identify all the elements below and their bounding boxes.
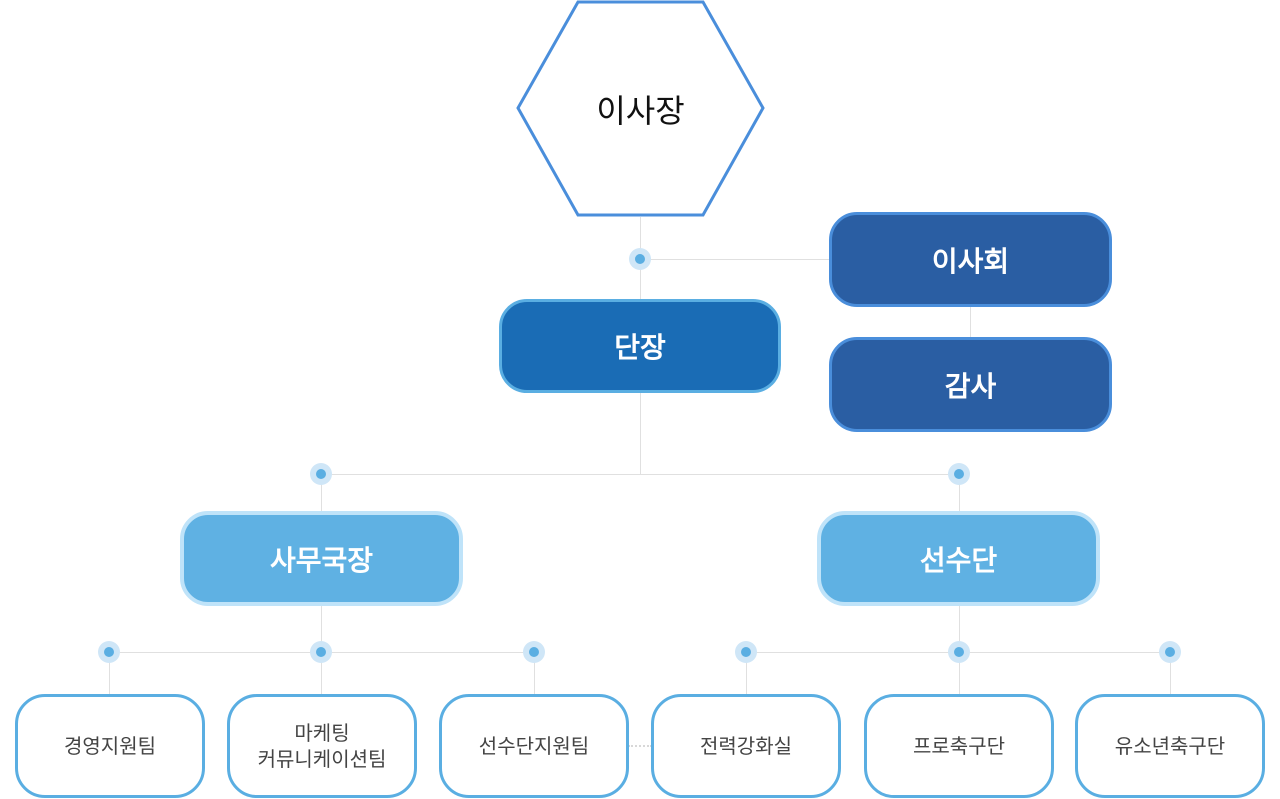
junction-dot-team-4 — [735, 641, 757, 663]
connector-board-auditor — [970, 305, 971, 340]
node-team-marketing-communication[interactable]: 마케팅 커뮤니케이션팀 — [227, 694, 417, 798]
node-board[interactable]: 이사회 — [829, 212, 1112, 307]
team-label: 전력강화실 — [700, 734, 792, 758]
junction-dot-team-3 — [523, 641, 545, 663]
node-players[interactable]: 선수단 — [817, 511, 1100, 606]
team-label: 유소년축구단 — [1114, 734, 1226, 758]
connector-head-divisions — [640, 392, 641, 474]
junction-dot-team-1 — [98, 641, 120, 663]
node-head[interactable]: 단장 — [499, 299, 781, 393]
connector-team-5 — [959, 652, 960, 696]
connector-div2 — [959, 474, 960, 514]
junction-dot-team-2 — [310, 641, 332, 663]
connector-team-4 — [746, 652, 747, 696]
junction-dot-team-6 — [1159, 641, 1181, 663]
dotted-connector-team3-team4 — [628, 745, 652, 747]
connector-team-3 — [534, 652, 535, 696]
junction-dot-board — [629, 248, 651, 270]
junction-dot-division-1 — [310, 463, 332, 485]
node-team-management-support[interactable]: 경영지원팀 — [15, 694, 205, 798]
team-label: 경영지원팀 — [64, 734, 156, 758]
node-secretariat[interactable]: 사무국장 — [180, 511, 463, 606]
connector-team-1 — [109, 652, 110, 696]
connector-div2-teams — [959, 604, 960, 652]
team-label-line-2: 커뮤니케이션팀 — [257, 747, 387, 771]
connector-team-6 — [1170, 652, 1171, 696]
connector-to-board — [640, 259, 832, 260]
chairman-hexagon — [516, 0, 765, 217]
node-team-player-support[interactable]: 선수단지원팀 — [439, 694, 629, 798]
team-label-line-1: 마케팅 — [294, 721, 350, 745]
connector-div1-teams — [321, 604, 322, 652]
node-team-strength-enhancement[interactable]: 전력강화실 — [651, 694, 841, 798]
chairman-label[interactable]: 이사장 — [596, 91, 685, 130]
connector-div1 — [321, 474, 322, 514]
node-team-pro-football[interactable]: 프로축구단 — [864, 694, 1054, 798]
connector-divisions-bar — [321, 474, 959, 475]
team-label: 선수단지원팀 — [478, 734, 590, 758]
node-auditor[interactable]: 감사 — [829, 337, 1112, 432]
team-label: 프로축구단 — [913, 734, 1005, 758]
junction-dot-division-2 — [948, 463, 970, 485]
junction-dot-team-5 — [948, 641, 970, 663]
connector-team-2 — [321, 652, 322, 696]
node-team-youth-football[interactable]: 유소년축구단 — [1075, 694, 1265, 798]
